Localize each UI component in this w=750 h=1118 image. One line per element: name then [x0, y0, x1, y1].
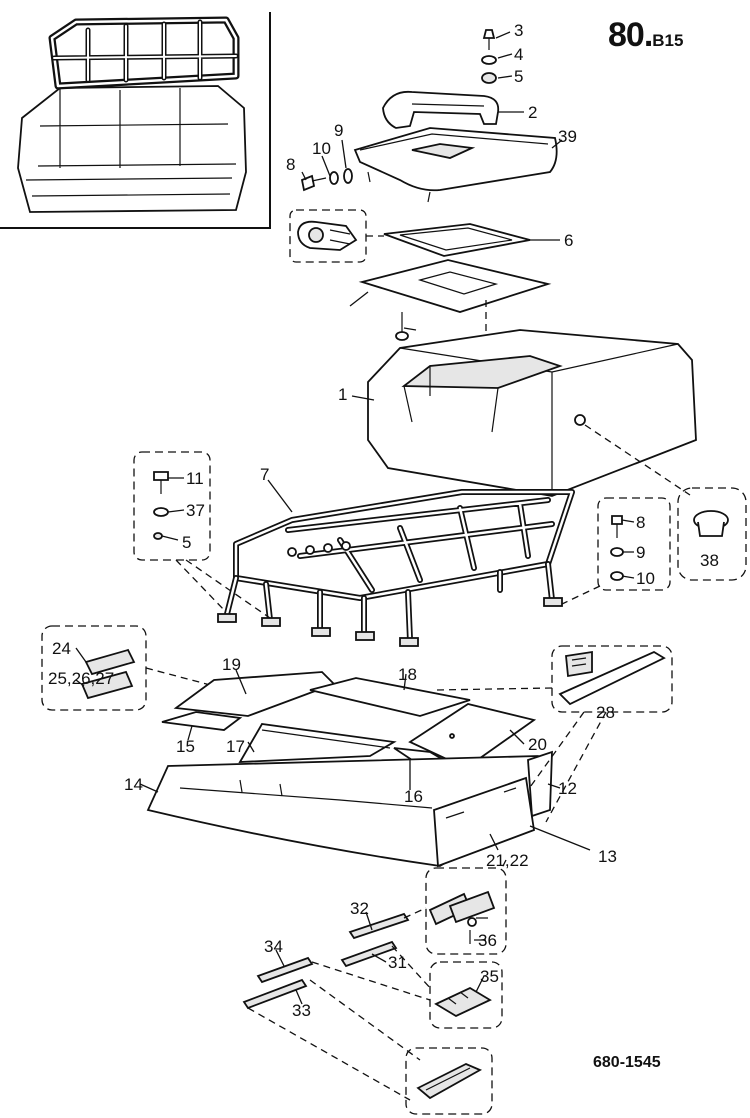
callout-24: 25,26,27: [48, 669, 114, 688]
callout-19: 19: [222, 655, 241, 674]
side-trim-12: [527, 750, 553, 818]
strip-31: [256, 956, 314, 984]
washer-4: [481, 55, 497, 65]
strip-28: [340, 940, 398, 968]
seal-frame: [383, 223, 531, 257]
screw-3: [482, 29, 496, 50]
callout-11: 11: [186, 469, 204, 488]
callout-5-top: 5: [514, 67, 523, 86]
callout-29: 32: [350, 899, 369, 918]
callout-35: 38: [700, 551, 719, 570]
callout-16: 16: [404, 787, 423, 806]
callout-labels: 3 4 5 2 39 9 10 8 6 1 11 37 5 7 8 9 10 3…: [48, 21, 719, 1020]
callout-6: 6: [564, 231, 573, 250]
corner-piece: [433, 776, 536, 868]
drawing-number: 680-1545: [593, 1054, 661, 1071]
detail-box-rail: [405, 1047, 493, 1115]
page-code-main: 80.: [608, 16, 653, 54]
detail-box-trim: [551, 645, 673, 713]
detail-box-plug: [677, 487, 747, 581]
bolt-8-set: [610, 515, 624, 581]
detail-box-clip-32: [429, 961, 503, 1029]
detail-box-bolt-left: [133, 451, 211, 561]
clip-detail: [297, 220, 358, 251]
callout-17: 17: [226, 737, 245, 756]
bracket-pair: [428, 890, 496, 944]
callout-8-upper: 8: [286, 155, 295, 174]
callout-31: 34: [264, 937, 283, 956]
callout-14: 14: [124, 775, 143, 794]
bolt-38: [395, 312, 409, 341]
panel-19: [173, 671, 336, 717]
page-code-sub: B15: [652, 31, 684, 50]
strip-29: [348, 912, 410, 940]
callout-28: 31: [388, 953, 407, 972]
callout-10-right: 10: [636, 569, 655, 588]
detail-box-bolt-right: [597, 497, 671, 591]
callout-7: 7: [260, 465, 269, 484]
callout-32: 35: [480, 967, 499, 986]
strip-30: [242, 978, 308, 1010]
rail-profile: [416, 1063, 483, 1100]
clip-32: [434, 986, 492, 1018]
callout-21-22: 21,22: [486, 851, 529, 870]
grab-handle: [382, 90, 500, 129]
callout-34: 37: [186, 501, 205, 520]
callout-5-left: 5: [182, 533, 191, 552]
leader-lines: [75, 31, 635, 1005]
trim-strip: [558, 650, 666, 706]
fastener-set-upper: [300, 168, 353, 192]
callout-10-upper: 10: [312, 139, 331, 158]
panel-17: [238, 723, 397, 763]
emblems: [80, 648, 136, 700]
callout-8-right: 8: [636, 513, 645, 532]
page-code: 80.B15: [608, 16, 683, 55]
mounting-plate: [358, 259, 552, 313]
callout-1: 1: [338, 385, 347, 404]
callout-9-right: 9: [636, 543, 645, 562]
roof-rack-frame: [217, 489, 575, 647]
callout-9-upper: 9: [334, 121, 343, 140]
callout-23: 24: [52, 639, 71, 658]
roof-shell: [367, 329, 697, 497]
hatch-cover: [353, 127, 558, 203]
callout-33: 36: [478, 931, 497, 950]
callout-3: 3: [514, 21, 523, 40]
cab-overview-inset: [0, 12, 271, 229]
nut-5-top: [481, 72, 497, 84]
callout-2: 2: [528, 103, 537, 122]
detail-box-brackets: [425, 867, 507, 955]
callout-20: 20: [528, 735, 547, 754]
panel-15: [161, 711, 243, 731]
callout-36: 39: [558, 127, 577, 146]
callout-4: 4: [514, 45, 523, 64]
plug-35: [693, 510, 729, 537]
callout-25-26-27: 28: [596, 703, 615, 722]
callout-12: 12: [558, 779, 577, 798]
callout-15: 15: [176, 737, 195, 756]
callout-18: 18: [398, 665, 417, 684]
panel-18: [309, 677, 471, 717]
bolt-11-set: [153, 471, 169, 540]
callout-30: 33: [292, 1001, 311, 1020]
callout-13: 13: [598, 847, 617, 866]
